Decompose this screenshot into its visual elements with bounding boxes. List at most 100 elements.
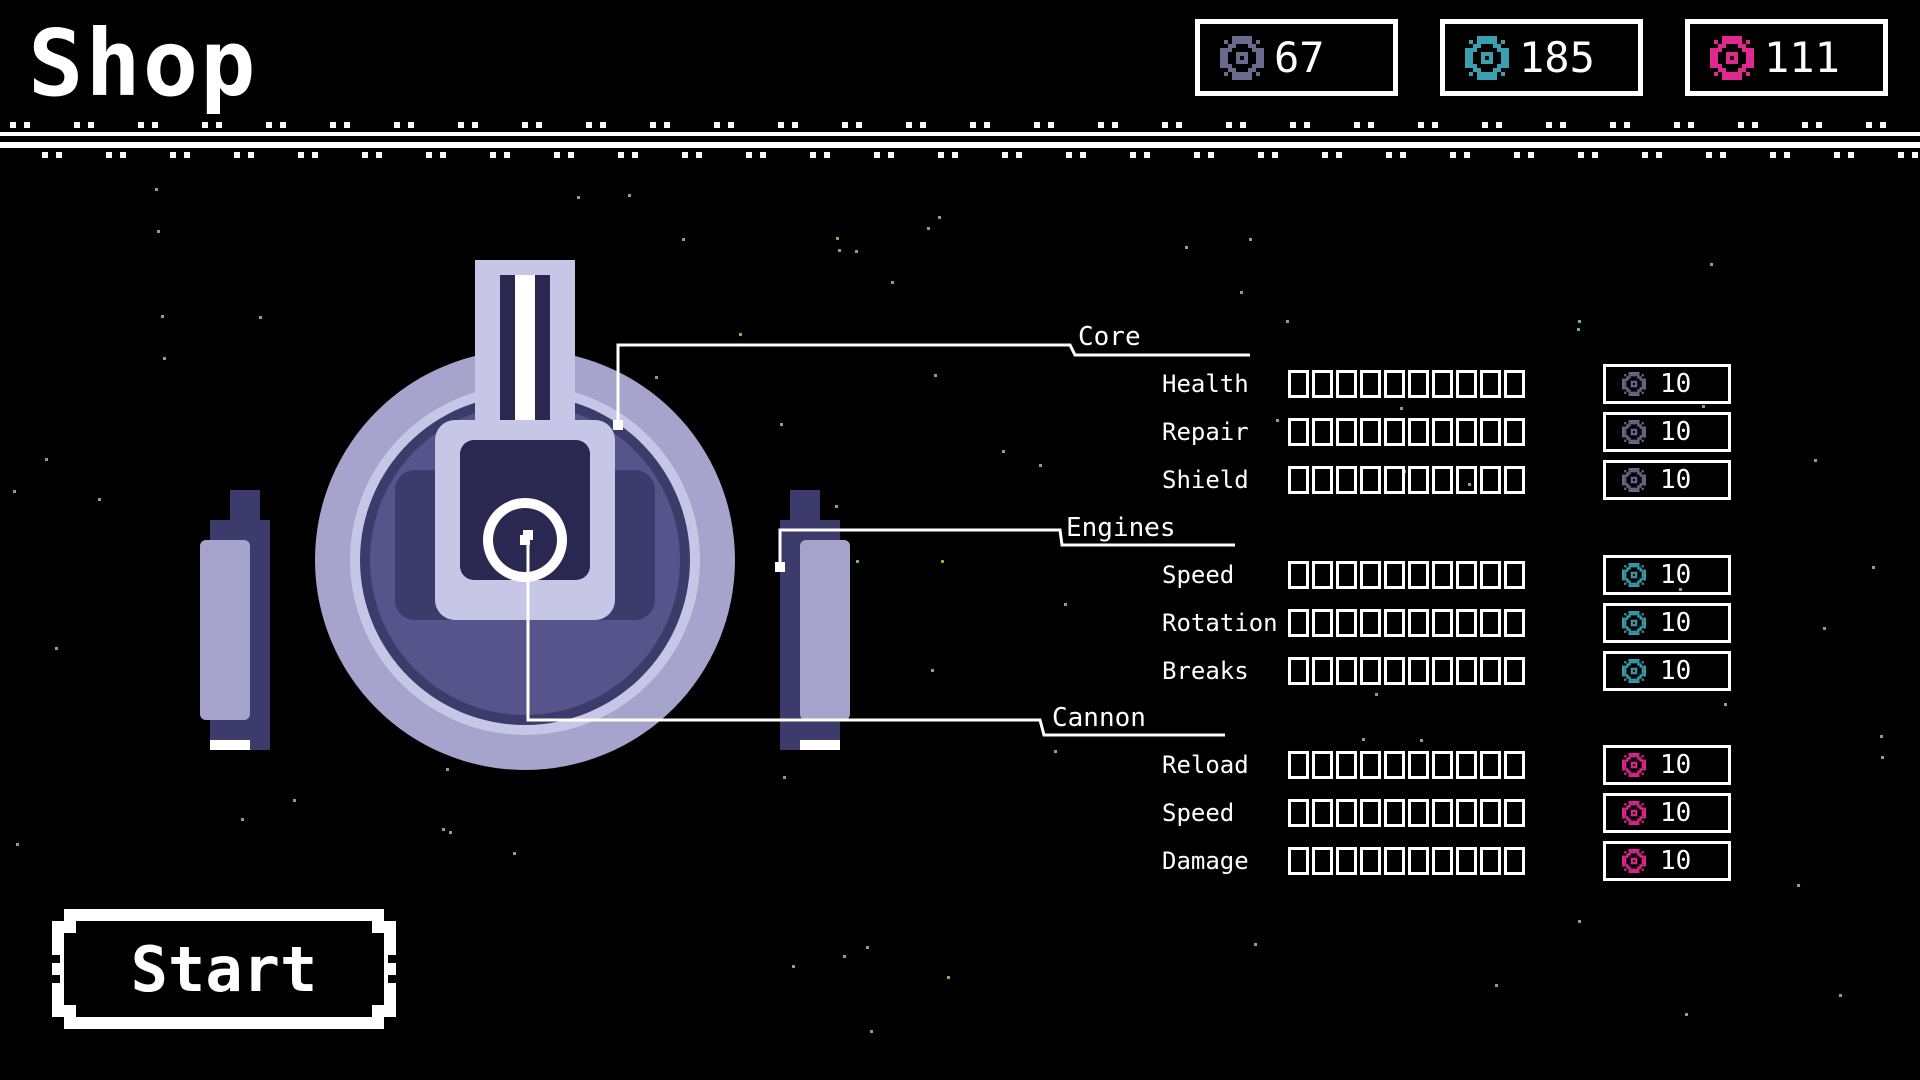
level-segment xyxy=(1480,751,1501,779)
level-segment xyxy=(1360,466,1381,494)
level-segment xyxy=(1384,561,1405,589)
level-segment xyxy=(1504,609,1525,637)
level-segment xyxy=(1504,418,1525,446)
currency-value: 111 xyxy=(1764,33,1840,82)
cost-value: 10 xyxy=(1660,465,1692,495)
buy-upgrade-button[interactable]: 10 xyxy=(1603,555,1731,595)
upgrade-level-bar xyxy=(1288,370,1525,398)
level-segment xyxy=(1456,847,1477,875)
stat-label: Damage xyxy=(1162,847,1249,875)
level-segment xyxy=(1408,751,1429,779)
buy-upgrade-button[interactable]: 10 xyxy=(1603,841,1731,881)
star xyxy=(843,955,846,958)
cost-value: 10 xyxy=(1660,846,1692,876)
start-button[interactable]: Start xyxy=(48,905,400,1033)
cost-value: 10 xyxy=(1660,417,1692,447)
stat-row: Repair xyxy=(1162,413,1525,451)
level-segment xyxy=(1480,370,1501,398)
stat-row: Speed xyxy=(1162,556,1525,594)
stat-row: Damage xyxy=(1162,842,1525,880)
level-segment xyxy=(1480,466,1501,494)
star xyxy=(938,216,941,219)
level-segment xyxy=(1480,799,1501,827)
section-label-1: Engines xyxy=(1066,513,1176,543)
stat-row: Rotation xyxy=(1162,604,1525,642)
stat-label: Health xyxy=(1162,370,1249,398)
upgrade-level-bar xyxy=(1288,751,1525,779)
star xyxy=(1002,450,1005,453)
star xyxy=(577,196,580,199)
level-segment xyxy=(1336,847,1357,875)
star xyxy=(934,374,937,377)
level-segment xyxy=(1312,561,1333,589)
buy-upgrade-button[interactable]: 10 xyxy=(1603,412,1731,452)
section-label-2: Cannon xyxy=(1052,703,1146,733)
upgrade-level-bar xyxy=(1288,657,1525,685)
level-segment xyxy=(1408,609,1429,637)
buy-upgrade-button[interactable]: 10 xyxy=(1603,745,1731,785)
level-segment xyxy=(1384,751,1405,779)
gear-icon xyxy=(1622,372,1646,396)
level-segment xyxy=(1384,370,1405,398)
level-segment xyxy=(1360,847,1381,875)
star xyxy=(1578,320,1581,323)
currency-value: 67 xyxy=(1274,33,1325,82)
star xyxy=(1823,627,1826,630)
level-segment xyxy=(1288,799,1309,827)
star xyxy=(98,498,101,501)
stat-label: Repair xyxy=(1162,418,1249,446)
gear-icon xyxy=(1622,849,1646,873)
star xyxy=(739,333,742,336)
buy-upgrade-button[interactable]: 10 xyxy=(1603,603,1731,643)
level-segment xyxy=(1336,418,1357,446)
star xyxy=(1881,756,1884,759)
buy-upgrade-button[interactable]: 10 xyxy=(1603,364,1731,404)
star xyxy=(1276,419,1279,422)
level-segment xyxy=(1336,657,1357,685)
stat-label: Speed xyxy=(1162,799,1235,827)
level-segment xyxy=(1480,657,1501,685)
upgrade-level-bar xyxy=(1288,799,1525,827)
star xyxy=(1872,566,1875,569)
star xyxy=(855,250,858,253)
level-segment xyxy=(1456,466,1477,494)
star xyxy=(866,946,869,949)
currency-counter-teal: 185 xyxy=(1440,19,1643,96)
level-segment xyxy=(1456,418,1477,446)
stat-label: Shield xyxy=(1162,466,1249,494)
buy-upgrade-button[interactable]: 10 xyxy=(1603,460,1731,500)
buy-upgrade-button[interactable]: 10 xyxy=(1603,651,1731,691)
level-segment xyxy=(1312,466,1333,494)
level-segment xyxy=(1288,657,1309,685)
level-segment xyxy=(1288,466,1309,494)
level-segment xyxy=(1384,466,1405,494)
star xyxy=(161,315,164,318)
star xyxy=(13,490,16,493)
level-segment xyxy=(1312,799,1333,827)
star xyxy=(45,458,48,461)
star xyxy=(442,828,445,831)
section-label-0: Core xyxy=(1078,322,1141,352)
buy-upgrade-button[interactable]: 10 xyxy=(1603,793,1731,833)
level-segment xyxy=(1456,561,1477,589)
level-segment xyxy=(1336,466,1357,494)
gear-icon xyxy=(1465,35,1509,80)
stat-row: Reload xyxy=(1162,746,1525,784)
level-segment xyxy=(1360,418,1381,446)
level-segment xyxy=(1360,609,1381,637)
level-segment xyxy=(1408,370,1429,398)
level-segment xyxy=(1336,370,1357,398)
level-segment xyxy=(1360,657,1381,685)
page-title: Shop xyxy=(28,10,258,117)
gear-icon xyxy=(1622,468,1646,492)
level-segment xyxy=(1336,799,1357,827)
level-segment xyxy=(1432,799,1453,827)
level-segment xyxy=(1288,609,1309,637)
level-segment xyxy=(1312,418,1333,446)
level-segment xyxy=(1432,466,1453,494)
level-segment xyxy=(1432,657,1453,685)
star xyxy=(446,768,449,771)
star xyxy=(16,843,19,846)
star xyxy=(1577,328,1580,331)
gear-icon xyxy=(1622,659,1646,683)
